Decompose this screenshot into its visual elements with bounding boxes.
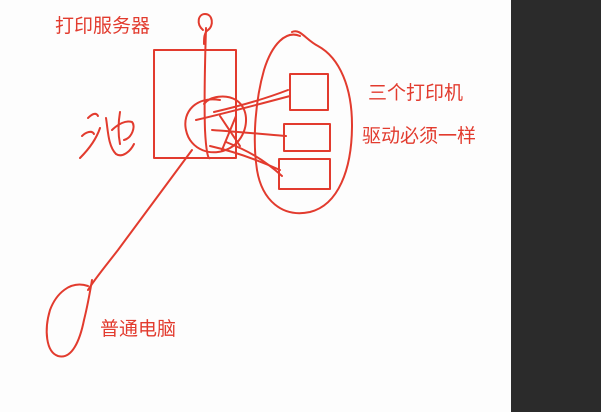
link-to-printer-3b <box>225 141 283 177</box>
side-panel <box>511 0 601 412</box>
link-to-printer-2 <box>211 129 287 137</box>
vertical-stroke <box>203 27 211 160</box>
printers-enclosure <box>253 30 353 215</box>
driver-same-label: 驱动必须一样 <box>362 125 477 147</box>
printer-box-1 <box>289 73 329 111</box>
pc-scribble <box>45 279 93 358</box>
top-loop <box>197 13 213 45</box>
cross-strokes <box>219 115 241 151</box>
print-server-box <box>153 49 237 159</box>
link-to-printer-3 <box>209 145 281 171</box>
pool-circle <box>184 95 248 154</box>
three-printers-label: 三个打印机 <box>368 82 464 104</box>
printer-box-3 <box>278 158 331 190</box>
regular-pc-label: 普通电脑 <box>100 318 177 340</box>
link-to-printer-1b <box>213 89 289 113</box>
print-server-label: 打印服务器 <box>55 15 151 37</box>
ink-layer <box>45 13 353 358</box>
link-to-printer-1 <box>195 95 291 121</box>
drawing-canvas <box>0 0 511 412</box>
printer-box-2 <box>283 123 331 152</box>
pool-scribble-glyph <box>79 111 135 159</box>
link-to-pc <box>87 149 193 291</box>
